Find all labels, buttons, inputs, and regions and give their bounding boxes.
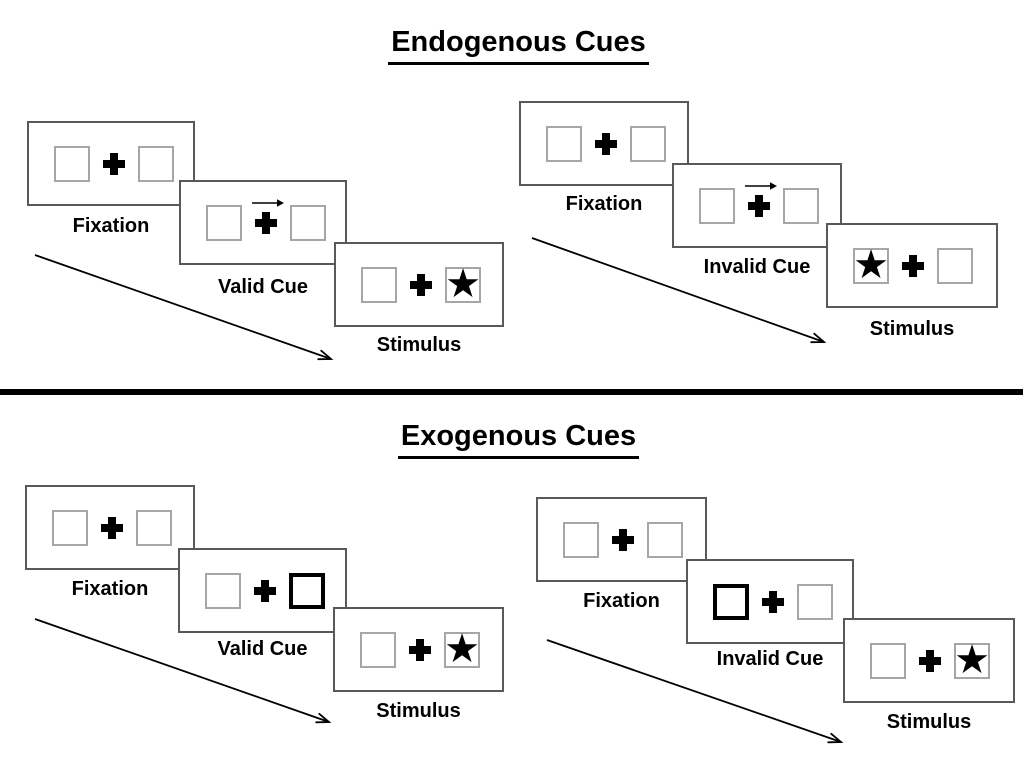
display-row: ★ (335, 609, 502, 690)
exogenous-valid-stimulus-label: Stimulus (376, 700, 461, 722)
fixation-cross-icon (103, 152, 125, 175)
fixation-cross-icon (410, 273, 432, 296)
exogenous-valid-cue-label: Valid Cue (217, 638, 308, 660)
left-placeholder-box (546, 125, 582, 162)
exogenous-invalid-fixation-panel (536, 497, 707, 582)
cue-direction-right-arrow-icon (745, 182, 777, 190)
left-placeholder-box (52, 509, 88, 546)
left-target-box: ★ (853, 242, 889, 287)
endogenous-valid-cue-panel (179, 180, 347, 265)
endogenous-invalid-cue-panel (672, 163, 842, 248)
left-highlighted-cue-box (713, 583, 749, 620)
timeline-arrow (34, 254, 334, 361)
exogenous-valid-cue-panel (178, 548, 347, 633)
fixation-cross-icon (254, 579, 276, 602)
endogenous-invalid-fixation-label: Fixation (565, 193, 643, 215)
section-title-endogenous: Endogenous Cues (388, 26, 649, 65)
left-placeholder-box (699, 187, 735, 224)
left-placeholder-box (563, 521, 599, 558)
display-row: ★ (828, 225, 996, 306)
fixation-cross-icon (595, 132, 617, 155)
star-icon: ★ (853, 242, 889, 287)
right-placeholder-box (136, 509, 172, 546)
cue-direction-right-arrow-icon (252, 199, 284, 207)
endogenous-valid-cue-label: Valid Cue (217, 276, 309, 298)
endogenous-valid-fixation-panel (27, 121, 195, 206)
display-row (674, 165, 840, 246)
star-icon: ★ (954, 637, 990, 682)
exogenous-invalid-cue-panel (686, 559, 854, 644)
display-row (688, 561, 852, 642)
display-row (181, 182, 345, 263)
right-placeholder-box (138, 145, 174, 182)
right-target-box: ★ (444, 626, 480, 671)
left-placeholder-box (54, 145, 90, 182)
right-placeholder-box (797, 583, 833, 620)
endogenous-section-title-row: Endogenous Cues (0, 26, 1023, 65)
exogenous-section-title-row: Exogenous Cues (0, 420, 1023, 459)
fixation-cross-icon (902, 254, 924, 277)
display-row (180, 550, 345, 631)
right-highlighted-cue-box (289, 572, 325, 609)
right-placeholder-box (647, 521, 683, 558)
right-target-box: ★ (445, 261, 481, 306)
display-row: ★ (336, 244, 502, 325)
fixation-cross-icon (762, 590, 784, 613)
exogenous-invalid-fixation-label: Fixation (583, 590, 660, 612)
section-title-exogenous: Exogenous Cues (397, 420, 640, 459)
right-placeholder-box (630, 125, 666, 162)
section-divider (0, 389, 1023, 395)
fixation-cross-icon (919, 649, 941, 672)
endogenous-invalid-cue-label: Invalid Cue (703, 256, 811, 278)
display-row (538, 499, 705, 580)
star-icon: ★ (445, 261, 481, 306)
exogenous-valid-fixation-label: Fixation (71, 578, 149, 600)
exogenous-valid-fixation-panel (25, 485, 195, 570)
endogenous-invalid-stimulus-panel: ★ (826, 223, 998, 308)
display-row (27, 487, 193, 568)
fixation-cross-icon (255, 211, 277, 234)
left-placeholder-box (361, 266, 397, 303)
star-icon: ★ (444, 626, 480, 671)
endogenous-valid-stimulus-panel: ★ (334, 242, 504, 327)
fixation-cross-icon (612, 528, 634, 551)
right-placeholder-box (937, 247, 973, 284)
right-placeholder-box (783, 187, 819, 224)
left-placeholder-box (205, 572, 241, 609)
exogenous-invalid-stimulus-label: Stimulus (886, 711, 972, 733)
display-row (29, 123, 193, 204)
exogenous-valid-stimulus-panel: ★ (333, 607, 504, 692)
left-placeholder-box (360, 631, 396, 668)
left-placeholder-box (206, 204, 242, 241)
fixation-cross-icon (748, 194, 770, 217)
endogenous-invalid-fixation-panel (519, 101, 689, 186)
fixation-cross-icon (409, 638, 431, 661)
fixation-cross-icon (101, 516, 123, 539)
display-row (521, 103, 687, 184)
right-placeholder-box (290, 204, 326, 241)
timeline-arrow (531, 237, 827, 344)
display-row: ★ (845, 620, 1013, 701)
right-target-box: ★ (954, 637, 990, 682)
left-placeholder-box (870, 642, 906, 679)
endogenous-valid-stimulus-label: Stimulus (376, 334, 462, 356)
exogenous-invalid-cue-label: Invalid Cue (716, 648, 824, 670)
exogenous-invalid-stimulus-panel: ★ (843, 618, 1015, 703)
endogenous-invalid-stimulus-label: Stimulus (869, 318, 955, 340)
endogenous-valid-fixation-label: Fixation (72, 215, 150, 237)
